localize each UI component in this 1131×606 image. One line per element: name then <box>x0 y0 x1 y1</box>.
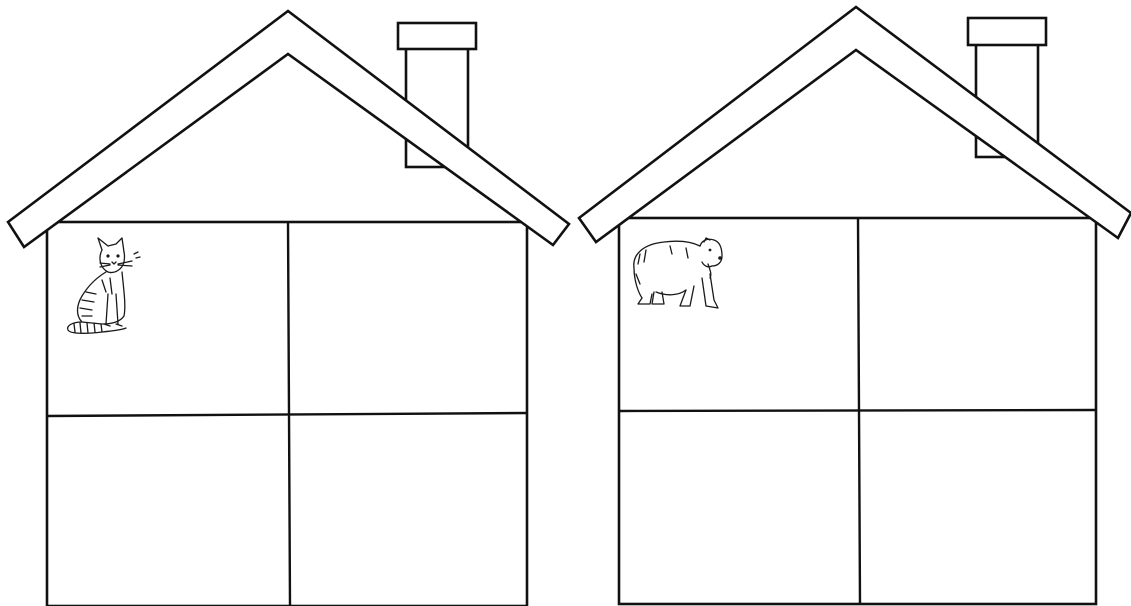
cat-body <box>76 271 126 325</box>
cat-whiskers <box>99 260 133 268</box>
bear-hind-legs <box>637 291 665 305</box>
bear-ear <box>703 237 711 243</box>
house-right <box>577 5 1131 606</box>
bear-icon <box>633 237 723 309</box>
bear-front-legs <box>679 273 719 309</box>
cat-legs <box>103 293 123 327</box>
cat-tail-stripes <box>73 322 103 334</box>
roof-left <box>6 9 571 249</box>
bear-eye <box>708 248 712 252</box>
cat-eye-left <box>106 254 110 258</box>
bear-nose <box>718 256 722 260</box>
room-divider-horizontal-right <box>618 408 1097 413</box>
house-left <box>6 9 571 606</box>
cat-marks <box>133 251 141 259</box>
chimney-cap <box>396 21 478 51</box>
cat-eye-right <box>116 254 120 258</box>
bear-fur <box>635 245 689 285</box>
cat-ears <box>97 237 125 253</box>
chimney-cap <box>966 16 1048 47</box>
cat-tail <box>66 321 127 334</box>
room-divider-horizontal-left <box>46 411 528 418</box>
cat-stripes <box>79 277 113 317</box>
bear-back <box>633 240 701 269</box>
bear-belly <box>633 267 687 299</box>
cat-icon <box>66 237 141 334</box>
roof-right <box>577 5 1131 244</box>
